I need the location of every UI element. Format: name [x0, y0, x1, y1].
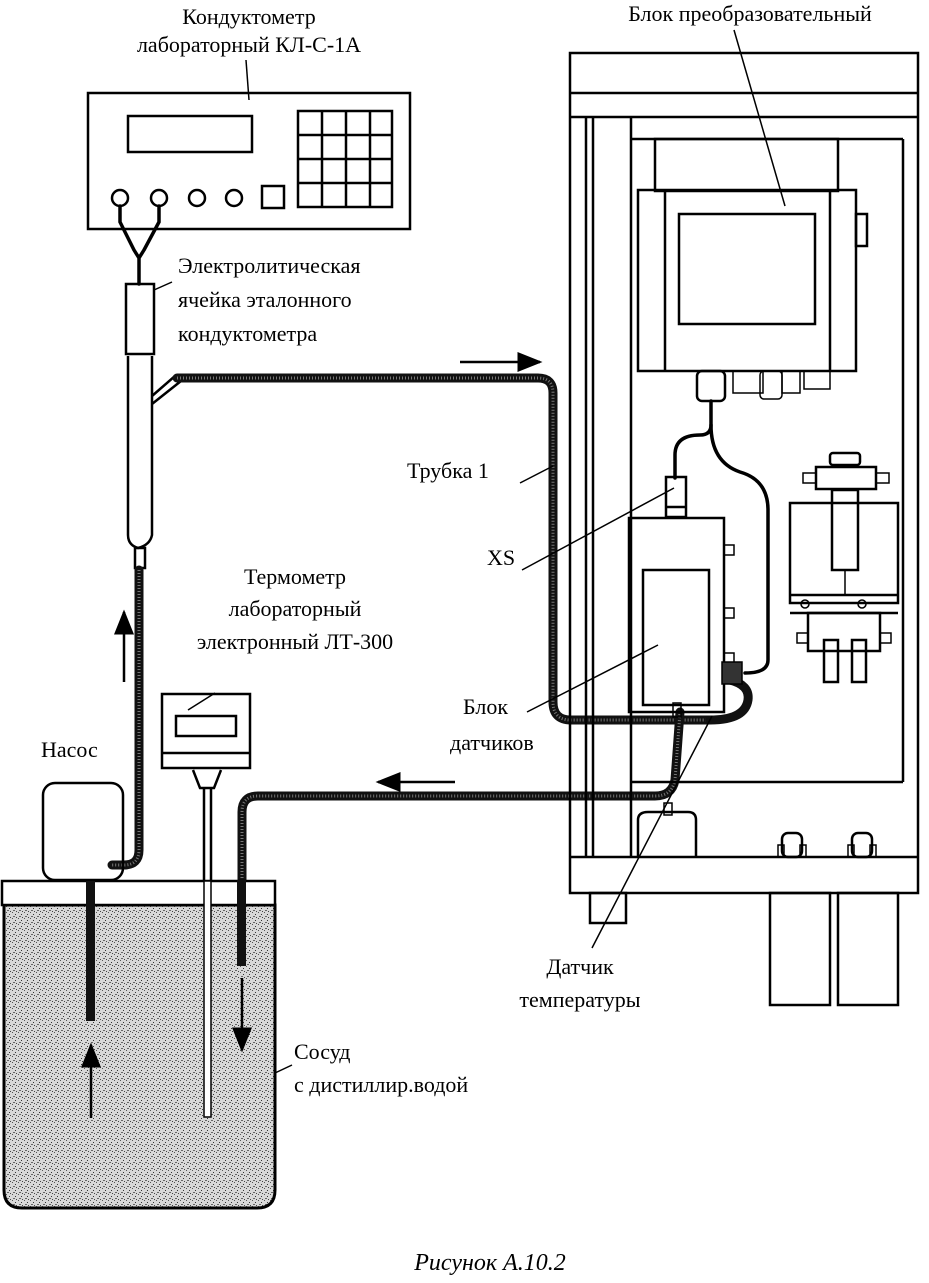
- conductometer-keypad: [296, 109, 394, 209]
- conductometer-body: [86, 91, 412, 231]
- terminal-2: [149, 188, 169, 208]
- leader-temp-sensor: [591, 715, 713, 949]
- sensor-block: [627, 475, 743, 718]
- label-xs: XS: [487, 545, 515, 570]
- label-thermometer-line2: лабораторный: [229, 596, 362, 621]
- thermometer-probe: [203, 880, 212, 1118]
- cell-wires: [118, 204, 161, 286]
- vessel: [0, 879, 293, 1210]
- tube-return: [237, 707, 685, 970]
- leader-line: [245, 59, 250, 101]
- label-conductometer-line1: Кондуктометр: [182, 4, 315, 29]
- leader-sensor-block: [526, 644, 659, 713]
- conductometer-display: [126, 114, 254, 154]
- label-thermometer-line3: электронный ЛТ-300: [197, 629, 393, 654]
- label-vessel-line1: Сосуд: [294, 1039, 351, 1064]
- tube-1: [172, 373, 715, 725]
- signal-cable: [673, 399, 713, 480]
- signal-cable-2: [709, 423, 770, 675]
- leader-tube: [519, 465, 554, 484]
- label-sensor-block-line1: Блок: [463, 694, 508, 719]
- label-thermometer-line1: Термометр: [244, 564, 346, 589]
- label-cell-line1: Электролитическая: [178, 253, 361, 278]
- tube-pump-to-cell: [107, 565, 144, 870]
- converter-block: [636, 29, 869, 403]
- terminal-1: [110, 188, 130, 208]
- terminal-3: [187, 188, 207, 208]
- label-conductometer-line2: лабораторный КЛ-С-1А: [137, 32, 361, 57]
- figure-caption: Рисунок А.10.2: [413, 1250, 566, 1276]
- label-cell-line2: ячейка эталонного: [178, 287, 352, 312]
- label-sensor-block-line2: датчиков: [450, 730, 534, 755]
- label-tube: Трубка 1: [407, 458, 489, 483]
- leader-xs: [521, 487, 675, 571]
- tube-sensor-loop: [705, 675, 753, 725]
- conductometer-button: [260, 184, 286, 210]
- conductometer-device: [86, 59, 412, 231]
- label-temp-sensor-line2: температуры: [519, 987, 640, 1012]
- label-vessel-line2: с дистиллир.водой: [294, 1072, 468, 1097]
- electrolytic-cell: [124, 281, 182, 570]
- label-temp-sensor-line1: Датчик: [546, 954, 614, 979]
- label-converter-block: Блок преобразовательный: [628, 1, 872, 26]
- valve-unit: [788, 451, 900, 684]
- terminal-4: [224, 188, 244, 208]
- converter-display: [677, 212, 817, 326]
- pump-intake-tube: [86, 881, 95, 1021]
- label-pump: Насос: [41, 737, 98, 762]
- label-cell-line3: кондуктометра: [178, 321, 317, 346]
- cabinet: [568, 51, 920, 1007]
- return-outlet-tube: [237, 880, 246, 966]
